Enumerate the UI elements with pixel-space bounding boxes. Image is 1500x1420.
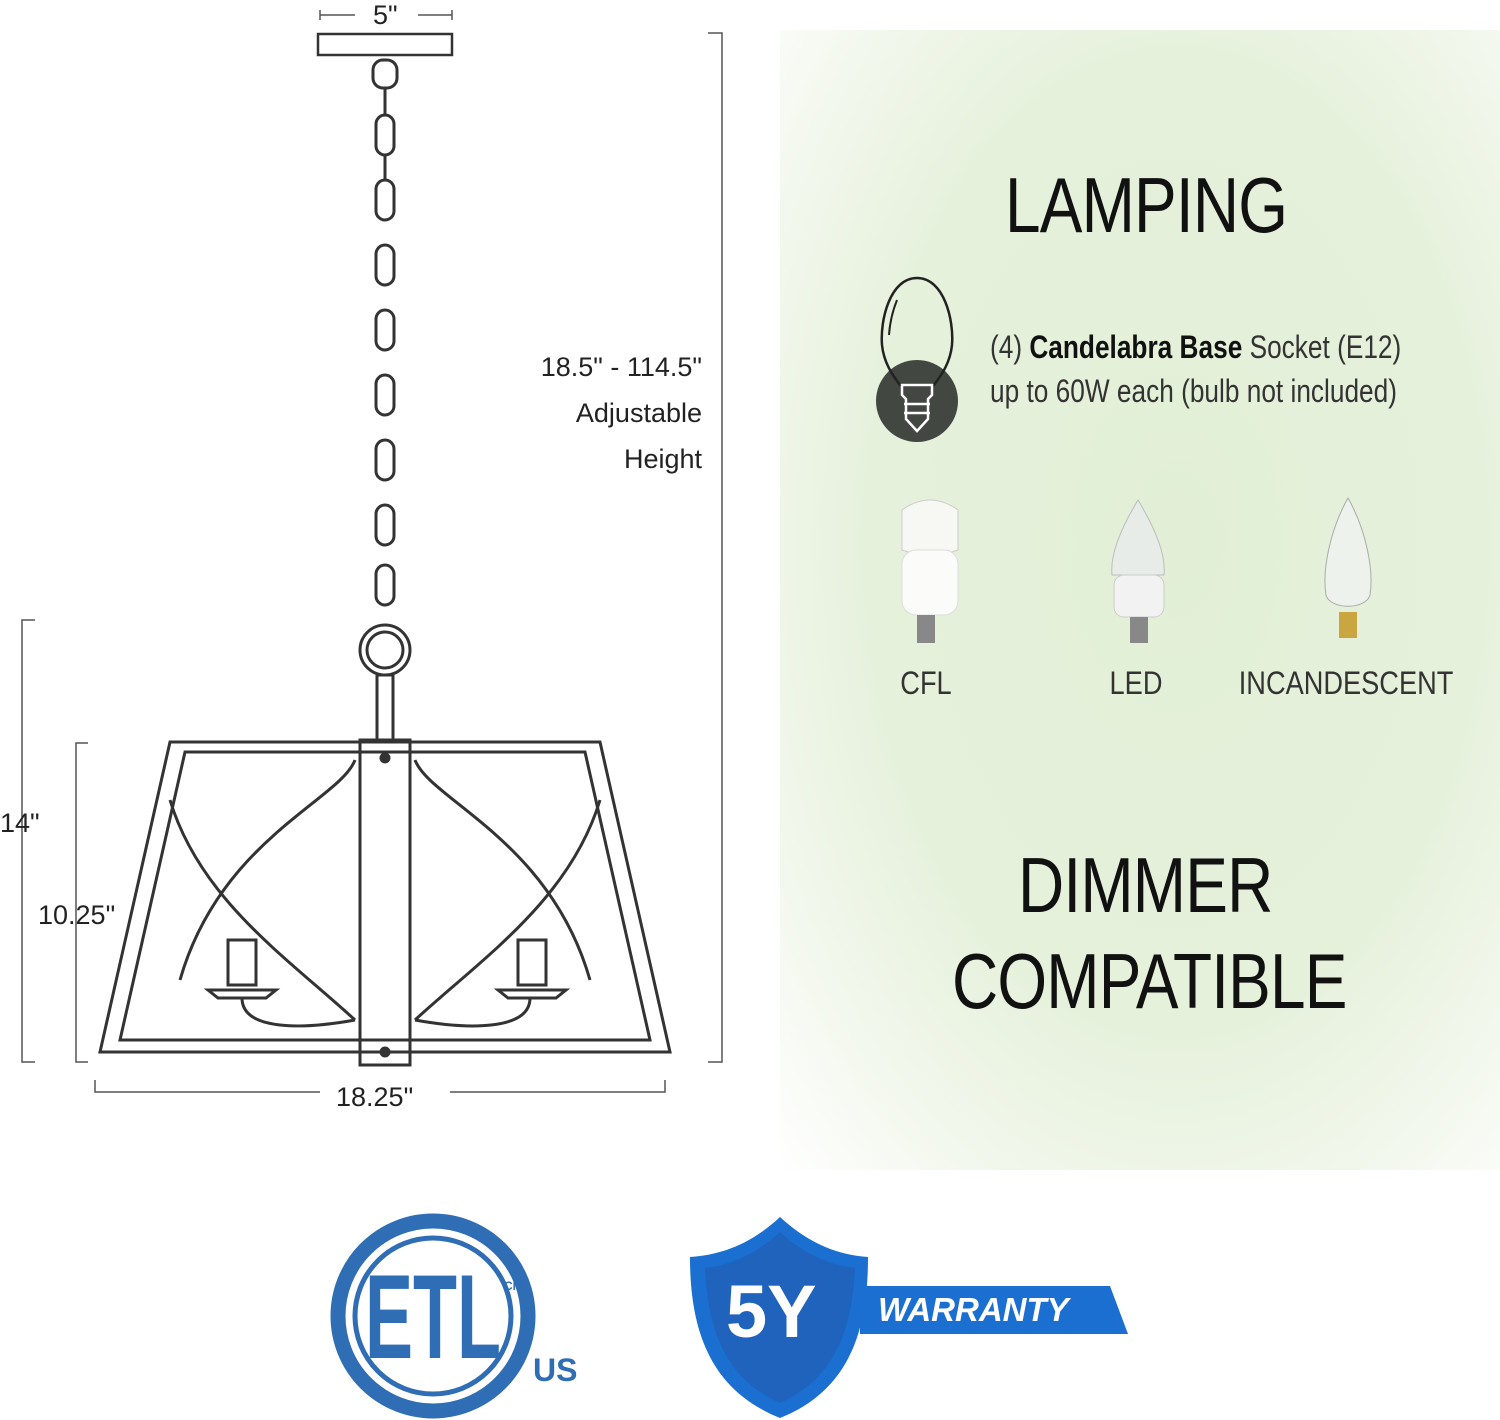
socket-type: Candelabra Base <box>1029 329 1243 365</box>
bulb-label-led: LED <box>1109 665 1163 701</box>
bulb-label-incandescent: INCANDESCENT <box>1238 665 1454 701</box>
dimmer-title-line1: DIMMER <box>1018 841 1273 929</box>
height-label: Height <box>623 444 702 474</box>
socket-spec: (4) Candelabra Base Socket (E12) up to 6… <box>990 325 1401 413</box>
svg-text:5Y: 5Y <box>726 1270 817 1353</box>
wattage-spec: up to 60W each (bulb not included) <box>990 373 1397 409</box>
svg-text:CM: CM <box>504 1279 523 1293</box>
socket-count: (4) <box>990 329 1023 365</box>
bulb-label-cfl: CFL <box>900 665 952 701</box>
svg-text:ETL: ETL <box>365 1249 501 1384</box>
body-height-label: 14" <box>0 808 40 838</box>
fixture-drawing <box>21 10 723 1093</box>
adjustable-label: Adjustable <box>575 398 702 428</box>
svg-text:WARRANTY: WARRANTY <box>878 1291 1072 1328</box>
socket-rest: Socket (E12) <box>1249 329 1402 365</box>
chain <box>371 58 399 607</box>
svg-text:US: US <box>533 1352 577 1388</box>
dimmer-title-line2: COMPATIBLE <box>952 937 1347 1025</box>
dimension-lines <box>21 10 723 1093</box>
width-label: 18.25" <box>336 1082 414 1112</box>
frame <box>98 738 672 1067</box>
canopy-width-label: 5" <box>373 0 398 30</box>
lamping-title: LAMPING <box>1005 161 1288 249</box>
frame-height-label: 10.25" <box>38 900 116 930</box>
height-range-label: 18.5" - 114.5" <box>540 352 702 382</box>
